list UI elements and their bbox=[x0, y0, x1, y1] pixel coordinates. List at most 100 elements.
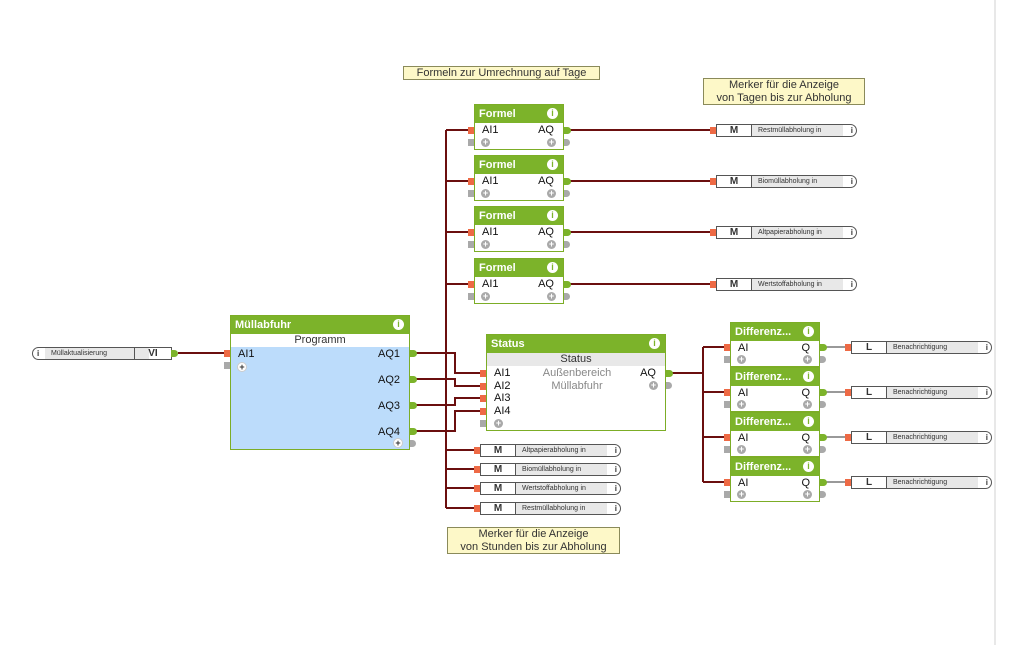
output-pin[interactable] bbox=[666, 370, 673, 377]
info-icon[interactable]: i bbox=[985, 433, 988, 442]
output-pin[interactable] bbox=[564, 127, 571, 134]
input-pin-unused[interactable] bbox=[468, 139, 474, 146]
add-output-icon[interactable]: + bbox=[547, 137, 556, 147]
info-icon[interactable]: i bbox=[547, 210, 558, 221]
info-icon[interactable]: i bbox=[803, 326, 814, 337]
input-pin-unused[interactable] bbox=[224, 362, 230, 369]
input-pin-unused[interactable] bbox=[480, 420, 486, 427]
input-pin-unused[interactable] bbox=[724, 446, 730, 453]
add-output-icon[interactable]: + bbox=[547, 188, 556, 198]
output-pin-unused[interactable] bbox=[564, 293, 570, 300]
input-pin[interactable] bbox=[474, 505, 480, 512]
input-pin[interactable] bbox=[468, 229, 474, 236]
info-icon[interactable]: i bbox=[803, 416, 814, 427]
add-output-icon[interactable]: + bbox=[803, 354, 812, 364]
output-pin[interactable] bbox=[410, 376, 417, 383]
add-input-icon[interactable]: + bbox=[481, 291, 490, 301]
info-icon[interactable]: i bbox=[803, 461, 814, 472]
note-formulas[interactable]: Formeln zur Umrechnung auf Tage bbox=[403, 66, 600, 80]
input-pin[interactable] bbox=[480, 395, 486, 402]
add-input-icon[interactable]: + bbox=[737, 354, 746, 364]
output-pin[interactable] bbox=[410, 428, 417, 435]
output-pin-unused[interactable] bbox=[410, 440, 416, 447]
input-pin[interactable] bbox=[845, 434, 851, 441]
add-input-icon[interactable]: + bbox=[737, 399, 746, 409]
add-input-icon[interactable]: + bbox=[481, 137, 490, 147]
input-pin[interactable] bbox=[845, 389, 851, 396]
input-pin[interactable] bbox=[480, 370, 486, 377]
add-output-icon[interactable]: + bbox=[393, 438, 403, 448]
info-icon[interactable]: i bbox=[614, 465, 617, 474]
input-pin[interactable] bbox=[224, 350, 230, 357]
info-icon[interactable]: i bbox=[393, 319, 404, 330]
input-pin-unused[interactable] bbox=[468, 293, 474, 300]
info-icon[interactable]: i bbox=[649, 338, 660, 349]
input-pin-unused[interactable] bbox=[724, 356, 730, 363]
info-icon[interactable]: i bbox=[985, 478, 988, 487]
info-icon[interactable]: i bbox=[614, 446, 617, 455]
note-days-markers[interactable]: Merker für die Anzeige von Tagen bis zur… bbox=[703, 78, 865, 105]
output-pin[interactable] bbox=[564, 229, 571, 236]
output-pin-unused[interactable] bbox=[564, 190, 570, 197]
input-pin[interactable] bbox=[710, 178, 716, 185]
output-pin-unused[interactable] bbox=[820, 446, 826, 453]
input-pin[interactable] bbox=[468, 127, 474, 134]
output-pin[interactable] bbox=[171, 350, 178, 357]
info-icon[interactable]: i bbox=[614, 484, 617, 493]
info-icon[interactable]: i bbox=[985, 388, 988, 397]
info-icon[interactable]: i bbox=[850, 177, 853, 186]
add-input-icon[interactable]: + bbox=[737, 489, 746, 499]
add-output-icon[interactable]: + bbox=[649, 380, 658, 390]
output-pin[interactable] bbox=[820, 389, 827, 396]
input-pin[interactable] bbox=[724, 434, 730, 441]
add-input-icon[interactable]: + bbox=[737, 444, 746, 454]
input-pin[interactable] bbox=[724, 389, 730, 396]
note-hours-markers[interactable]: Merker für die Anzeige von Stunden bis z… bbox=[447, 527, 620, 554]
info-icon[interactable]: i bbox=[547, 159, 558, 170]
output-pin[interactable] bbox=[820, 479, 827, 486]
output-pin-unused[interactable] bbox=[820, 491, 826, 498]
output-pin[interactable] bbox=[410, 402, 417, 409]
input-pin[interactable] bbox=[474, 485, 480, 492]
info-icon[interactable]: i bbox=[803, 371, 814, 382]
add-input-icon[interactable]: + bbox=[494, 418, 503, 428]
output-pin-unused[interactable] bbox=[820, 356, 826, 363]
input-pin-unused[interactable] bbox=[724, 491, 730, 498]
output-pin[interactable] bbox=[564, 178, 571, 185]
input-pin[interactable] bbox=[710, 229, 716, 236]
input-pin[interactable] bbox=[480, 383, 486, 390]
input-pin[interactable] bbox=[724, 479, 730, 486]
output-pin-unused[interactable] bbox=[564, 139, 570, 146]
info-icon[interactable]: i bbox=[547, 262, 558, 273]
add-input-icon[interactable]: + bbox=[481, 188, 490, 198]
input-pin-unused[interactable] bbox=[468, 190, 474, 197]
output-pin[interactable] bbox=[820, 434, 827, 441]
add-output-icon[interactable]: + bbox=[547, 239, 556, 249]
input-pin[interactable] bbox=[474, 447, 480, 454]
input-pin[interactable] bbox=[845, 479, 851, 486]
info-icon[interactable]: i bbox=[37, 349, 40, 358]
add-input-icon[interactable]: + bbox=[237, 362, 247, 372]
input-pin[interactable] bbox=[710, 127, 716, 134]
input-pin-unused[interactable] bbox=[724, 401, 730, 408]
input-pin[interactable] bbox=[474, 466, 480, 473]
virtual-input-muellaktualisierung[interactable]: i Müllaktualisierung VI bbox=[32, 347, 172, 360]
